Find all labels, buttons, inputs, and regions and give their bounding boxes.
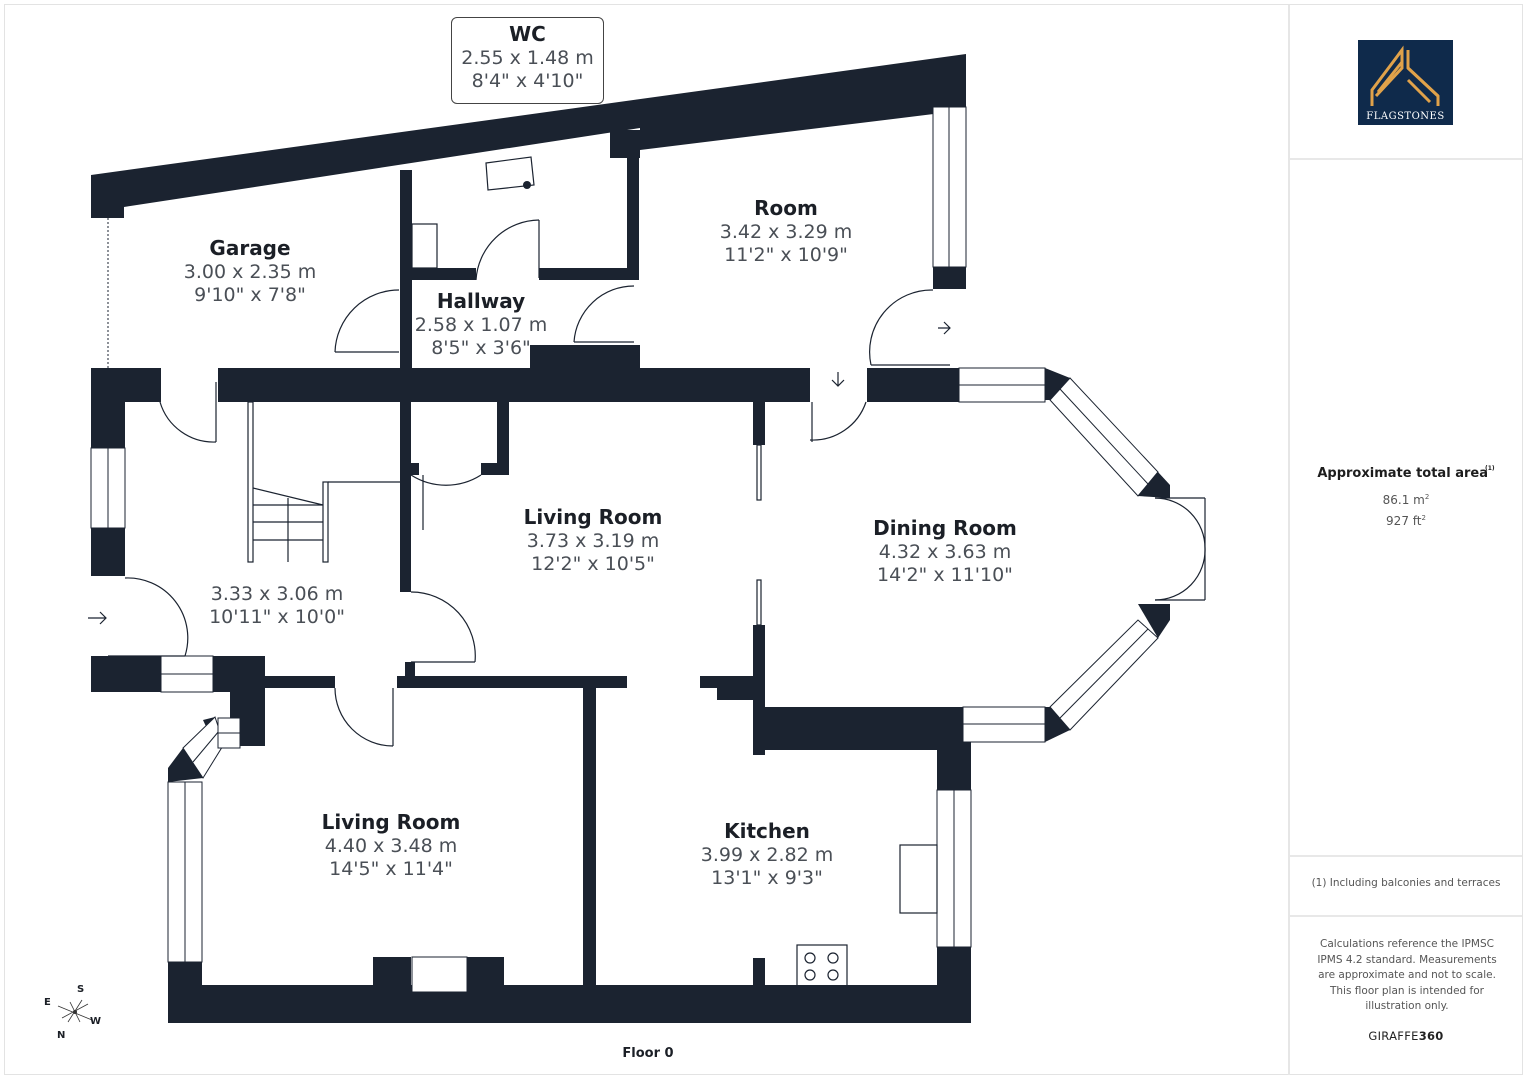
- footnote-marker: (1): [1484, 464, 1495, 472]
- room-metric: 3.42 x 3.29 m: [719, 221, 853, 243]
- room-imperial: 14'2" x 11'10": [877, 564, 1013, 586]
- room-imperial: 10'11" x 10'0": [209, 606, 345, 628]
- logo-text: FLAGSTONES: [1366, 111, 1445, 122]
- compass-e: E: [44, 997, 51, 1008]
- floor-plan-drawing: [88, 54, 1206, 1023]
- room-label-entrance: 3.33 x 3.06 m 10'11" x 10'0": [209, 583, 345, 629]
- room-metric: 4.32 x 3.63 m: [878, 541, 1012, 563]
- room-imperial: 13'1" x 9'3": [711, 867, 823, 889]
- room-label-hallway: Hallway 2.58 x 1.07 m 8'5" x 3'6": [415, 288, 547, 360]
- area-metric: 86.1 m2: [1290, 493, 1522, 507]
- floor-plan: WC 2.55 x 1.48 m 8'4" x 4'10" Garage 3.0…: [40, 17, 1206, 1061]
- room-name: WC: [509, 22, 546, 46]
- room-metric: 3.73 x 3.19 m: [526, 530, 660, 552]
- compass-rose-icon: [57, 999, 93, 1023]
- area-title-text: Approximate total area: [1317, 466, 1488, 481]
- area-metric-sup: 2: [1424, 493, 1430, 501]
- room-label-living-room-2: Living Room 4.40 x 3.48 m 14'5" x 11'4": [322, 809, 461, 881]
- area-imperial-value: 927 ft: [1386, 514, 1422, 528]
- room-name: Kitchen: [724, 819, 810, 843]
- compass-s: S: [77, 984, 85, 995]
- footnote-section: (1) Including balconies and terraces: [1290, 857, 1522, 917]
- room-metric: 2.58 x 1.07 m: [414, 314, 548, 336]
- room-name: Garage: [209, 236, 291, 260]
- room-imperial: 12'2" x 10'5": [531, 553, 655, 575]
- floor-label: Floor 0: [622, 1046, 674, 1061]
- brand-suffix: 360: [1418, 1029, 1444, 1043]
- roof-logo-icon: [1370, 45, 1440, 106]
- room-label-wc: WC 2.55 x 1.48 m 8'4" x 4'10": [451, 17, 604, 104]
- total-area-section: Approximate total area(1) 86.1 m2 927 ft…: [1290, 160, 1522, 857]
- room-imperial: 8'5" x 3'6": [431, 337, 531, 359]
- room-label-dining-room: Dining Room 4.32 x 3.63 m 14'2" x 11'10": [873, 515, 1017, 587]
- room-name: Living Room: [321, 810, 461, 834]
- disclaimer-section: Calculations reference the IPMSC IPMS 4.…: [1290, 917, 1522, 1075]
- area-metric-value: 86.1 m: [1382, 493, 1425, 507]
- room-name: Room: [754, 196, 818, 220]
- disclaimer-text: Calculations reference the IPMSC IPMS 4.…: [1317, 938, 1497, 1012]
- room-label-room: Room 3.42 x 3.29 m 11'2" x 10'9": [720, 195, 852, 267]
- room-name: Dining Room: [873, 516, 1017, 540]
- compass-icon: S E W N: [40, 980, 110, 1045]
- room-metric: 2.55 x 1.48 m: [461, 47, 594, 69]
- brand-prefix: GIRAFFE: [1368, 1029, 1419, 1043]
- info-sidebar: FLAGSTONES Approximate total area(1) 86.…: [1288, 5, 1522, 1075]
- area-title: Approximate total area(1): [1290, 464, 1522, 481]
- room-name: Living Room: [523, 505, 663, 529]
- room-imperial: 11'2" x 10'9": [724, 244, 848, 266]
- compass-n: N: [57, 1030, 66, 1041]
- compass-w: W: [90, 1016, 102, 1027]
- room-name: Hallway: [436, 289, 526, 313]
- area-imperial: 927 ft2: [1290, 514, 1522, 528]
- page-frame: [4, 4, 1523, 1075]
- room-label-garage: Garage 3.00 x 2.35 m 9'10" x 7'8": [184, 235, 316, 307]
- room-label-kitchen: Kitchen 3.99 x 2.82 m 13'1" x 9'3": [701, 818, 833, 890]
- flagstones-logo: FLAGSTONES: [1358, 40, 1453, 125]
- logo-section: FLAGSTONES: [1290, 5, 1522, 160]
- room-metric: 3.33 x 3.06 m: [210, 583, 344, 605]
- room-metric: 3.00 x 2.35 m: [183, 261, 317, 283]
- room-imperial: 9'10" x 7'8": [194, 284, 306, 306]
- brand-mark: GIRAFFE360: [1290, 1029, 1522, 1043]
- room-metric: 4.40 x 3.48 m: [324, 835, 458, 857]
- area-imperial-sup: 2: [1421, 514, 1426, 522]
- room-metric: 3.99 x 2.82 m: [700, 844, 834, 866]
- room-imperial: 8'4" x 4'10": [471, 70, 584, 92]
- room-imperial: 14'5" x 11'4": [329, 858, 453, 880]
- footnote-text: (1) Including balconies and terraces: [1311, 877, 1501, 889]
- room-label-living-room-1: Living Room 3.73 x 3.19 m 12'2" x 10'5": [524, 504, 663, 576]
